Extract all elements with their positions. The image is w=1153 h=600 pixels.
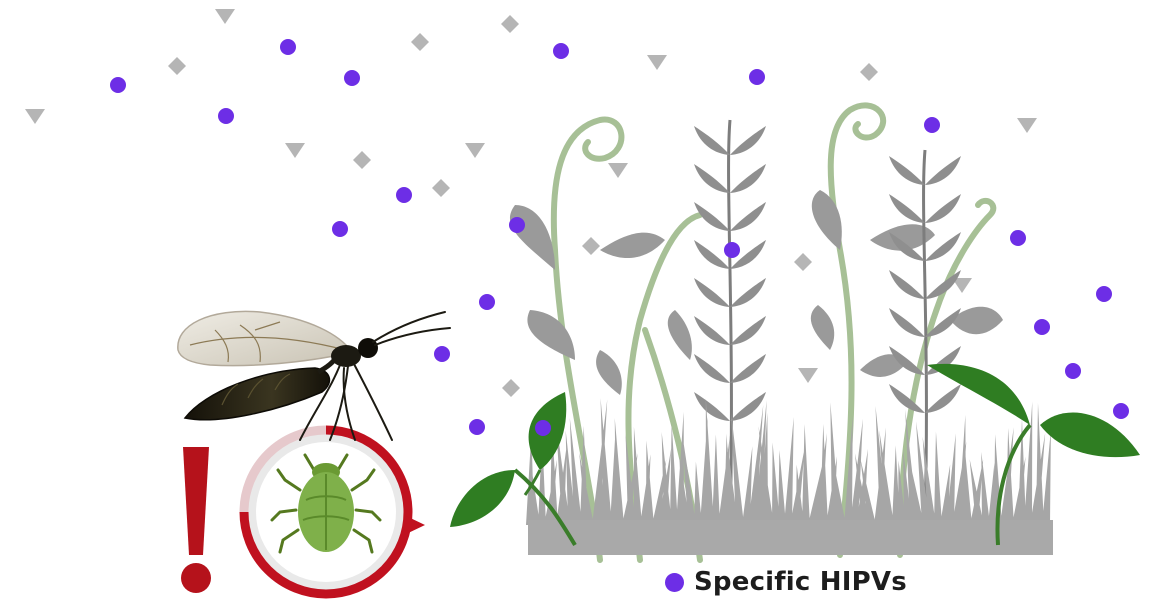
stalk-leaf [694,278,730,307]
stalk-leaf [694,164,730,193]
volatile-triangle [465,143,485,158]
volatile-triangle [647,55,667,70]
stalk-leaf [694,392,730,421]
hipv-dot [1065,363,1081,379]
hipv-dot [332,221,348,237]
aphid-badge [244,430,425,594]
volatile-diamond [432,179,450,197]
hipv-dot [749,69,765,85]
legend-label: Specific HIPVs [694,567,907,597]
hipv-dot [1113,403,1129,419]
volatile-triangle [798,368,818,383]
volatile-diamond [582,237,600,255]
stalk-leaf [694,316,730,345]
hipv-dot [1034,319,1050,335]
hipv-dot [1010,230,1026,246]
hipv-dot [344,70,360,86]
hipv-dot [396,187,412,203]
stalk-leaf [730,316,766,345]
legend: Specific HIPVs [665,565,907,599]
hipv-dot [509,217,525,233]
grass-blades [526,398,1051,525]
hipv-dot [110,77,126,93]
stalk-leaf [889,194,925,223]
stalk-leaf [694,240,730,269]
stalk-leaf [889,270,925,299]
grass-meadow [526,398,1051,525]
volatile-diamond [502,379,520,397]
stalk-leaf [889,384,925,413]
volatile-diamond [794,253,812,271]
volatile-diamond [501,15,519,33]
stalk-leaf [889,308,925,337]
volatile-diamond [168,57,186,75]
hipv-dot [469,419,485,435]
volatile-triangle [608,163,628,178]
hipv-dot [924,117,940,133]
stalk-leaf [889,156,925,185]
stalk-leaf [730,354,766,383]
hipv-dot [1096,286,1112,302]
volatile-triangle [1017,118,1037,133]
volatile-triangle [285,143,305,158]
hipv-dot [479,294,495,310]
volatile-diamond [411,33,429,51]
hipv-dot [434,346,450,362]
stalk-leaf [925,194,961,223]
volatile-diamond [353,151,371,169]
stalk-leaf [730,202,766,231]
stalk-leaf [730,278,766,307]
stalk-leaf [694,354,730,383]
stalk-leaf [925,156,961,185]
hipv-dot [553,43,569,59]
stalk-leaf [730,164,766,193]
wasp-icon [178,311,450,440]
stalk-leaf [925,384,961,413]
exclamation-icon [181,447,211,593]
stalk-leaf [694,126,730,155]
volatile-diamond [860,63,878,81]
stalk-leaf [730,126,766,155]
ground-strip [528,520,1053,555]
hipv-dot [724,242,740,258]
hipv-dot [280,39,296,55]
volatile-triangle [25,109,45,124]
legend-marker-icon [665,573,684,592]
other-volatiles-layer [25,9,1037,397]
hipv-dot [218,108,234,124]
volatile-triangle [215,9,235,24]
hipv-dot [535,420,551,436]
stalk-leaf [730,392,766,421]
